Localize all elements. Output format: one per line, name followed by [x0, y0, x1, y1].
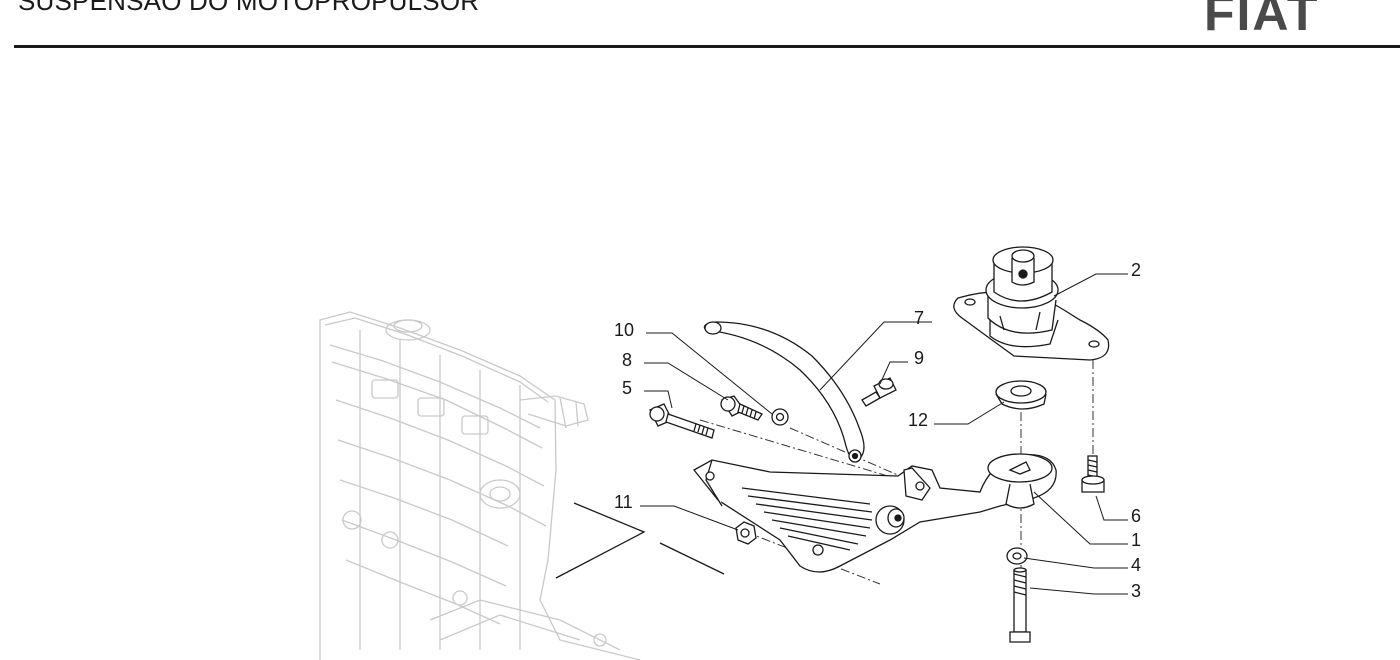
- callout-10: 10: [614, 320, 634, 340]
- header-divider: [14, 45, 1400, 48]
- callout-leaders: [640, 273, 1128, 595]
- callout-5: 5: [622, 378, 632, 398]
- callout-7: 7: [914, 308, 924, 328]
- callout-3: 3: [1131, 581, 1141, 601]
- callout-8: 8: [622, 350, 632, 370]
- small-bolt-part-9: [861, 377, 897, 407]
- direction-chevron: [555, 502, 725, 579]
- brand-logo: FIAT: [1204, 0, 1320, 41]
- callout-labels: 2 7 10 9 8 5 12 11 6 1 4 3: [614, 260, 1141, 601]
- link-rod-part-7: [703, 321, 865, 463]
- callout-1: 1: [1131, 530, 1141, 550]
- page-title: SUSPENSÃO DO MOTOPROPULSOR: [18, 0, 480, 16]
- mounting-bracket: [693, 453, 1057, 573]
- callout-12: 12: [908, 410, 928, 430]
- callout-11: 11: [614, 492, 633, 512]
- long-bolt-part-3: [1009, 567, 1031, 643]
- bolt-part-8: [720, 395, 763, 421]
- nut-part-11: [735, 521, 757, 545]
- nut-part-10: [771, 408, 789, 426]
- callout-9: 9: [914, 348, 924, 368]
- spring-washer-part-4: [1006, 547, 1028, 565]
- callout-2: 2: [1131, 260, 1141, 280]
- callout-6: 6: [1131, 506, 1141, 526]
- cup-washer-part-12: [995, 380, 1047, 410]
- callout-4: 4: [1131, 555, 1141, 575]
- bolt-part-6: [1081, 455, 1105, 493]
- engine-mount-part-2: [953, 246, 1110, 361]
- engine-block-background: [319, 311, 641, 660]
- long-bolt-part-5: [649, 403, 715, 439]
